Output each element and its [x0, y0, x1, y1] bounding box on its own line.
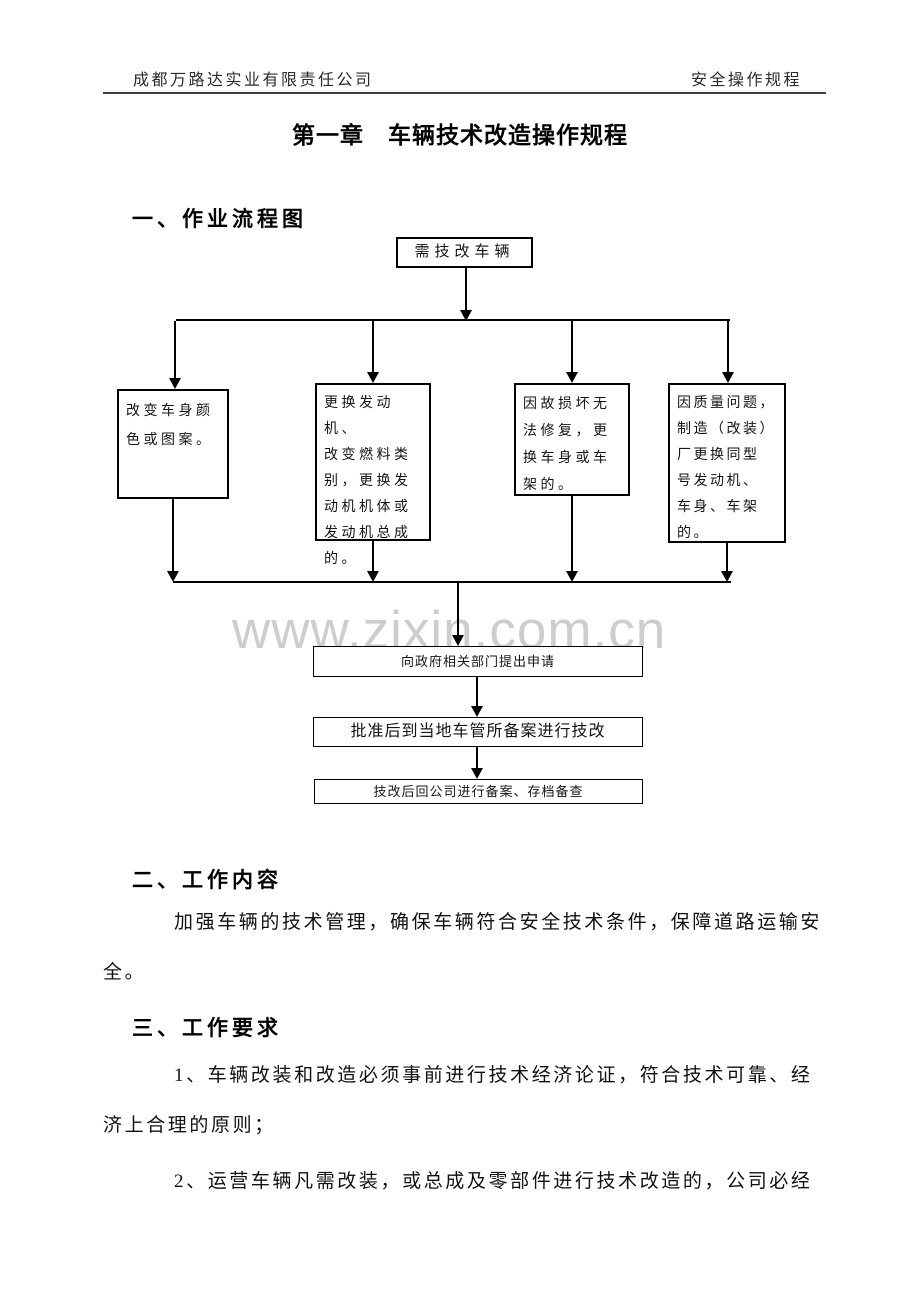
connector-branch-2	[372, 321, 374, 373]
flow-step-2-box: 批准后到当地车管所备案进行技改	[313, 717, 643, 747]
arrow-down-icon	[566, 372, 578, 383]
work-content-line-1: 加强车辆的技术管理，确保车辆符合安全技术条件，保障道路运输安	[174, 912, 823, 933]
flow-branch-2-box: 更换发动机、 改变燃料类 别，更换发 动机机体或 发动机总成 的。	[315, 383, 431, 567]
arrow-down-icon	[169, 378, 181, 389]
connector-start-drop	[465, 266, 467, 312]
connector-split-line	[176, 319, 730, 321]
connector-branch-3-out	[571, 496, 573, 571]
requirement-2-line-1: 2、运营车辆凡需改装，或总成及零部件进行技术改造的，公司必经	[174, 1171, 813, 1192]
header-doc-type: 安全操作规程	[690, 72, 802, 89]
flow-branch-3-box: 因故损坏无 法修复，更 换车身或车 架的。	[514, 383, 630, 496]
arrow-down-icon	[471, 768, 483, 779]
connector-branch-4-out	[726, 543, 728, 571]
connector-branch-3	[571, 321, 573, 373]
arrow-down-icon	[367, 571, 379, 582]
connector-branch-4	[727, 321, 729, 373]
header-rule	[103, 92, 826, 94]
arrow-down-icon	[722, 372, 734, 383]
arrow-down-icon	[566, 571, 578, 582]
flow-branch-4-box: 因质量问题， 制造（改装） 厂更换同型 号发动机、 车身、车架 的。	[668, 383, 786, 543]
section-2-heading: 二、工作内容	[132, 869, 282, 892]
flow-start-box: 需技改车辆	[396, 237, 533, 268]
arrow-down-icon	[460, 310, 472, 321]
connector-converge-line	[173, 581, 731, 583]
connector-branch-1	[174, 321, 176, 379]
connector-branch-1-out	[172, 499, 174, 571]
arrow-down-icon	[452, 635, 464, 646]
connector-branch-2-out	[372, 541, 374, 571]
flow-step-1-box: 向政府相关部门提出申请	[313, 646, 643, 677]
section-1-heading: 一、作业流程图	[132, 208, 307, 231]
connector-step-1-2	[476, 677, 478, 707]
arrow-down-icon	[471, 706, 483, 717]
work-content-line-2: 全。	[103, 962, 147, 983]
arrow-down-icon	[167, 571, 179, 582]
arrow-down-icon	[367, 372, 379, 383]
connector-center-drop	[457, 583, 459, 635]
requirement-1-line-2: 济上合理的原则；	[103, 1115, 276, 1136]
arrow-down-icon	[721, 571, 733, 582]
requirement-1-line-1: 1、车辆改装和改造必须事前进行技术经济论证，符合技术可靠、经	[174, 1065, 813, 1086]
page-title: 第一章 车辆技术改造操作规程	[292, 122, 628, 148]
header-company-name: 成都万路达实业有限责任公司	[133, 72, 374, 89]
flow-step-3-box: 技改后回公司进行备案、存档备查	[314, 779, 643, 804]
section-3-heading: 三、工作要求	[132, 1017, 282, 1040]
flow-branch-1-box: 改变车身颜 色或图案。	[117, 389, 229, 499]
connector-step-2-3	[476, 747, 478, 768]
